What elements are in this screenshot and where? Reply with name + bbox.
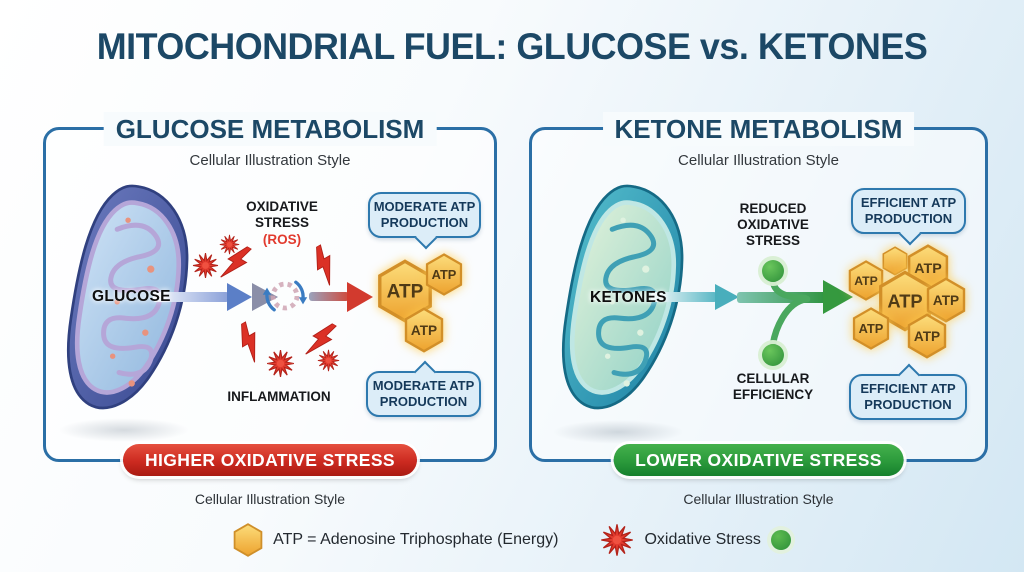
lower-oxidative-stress-badge: LOWER OXIDATIVE STRESS: [613, 444, 904, 476]
legend: ATP = Adenosine Triphosphate (Energy) Ox…: [0, 523, 1024, 557]
mitochondrion-blue-illustration: [66, 184, 189, 410]
atp-hexagon: ATP: [848, 260, 884, 301]
ketone-fuel-label: KETONES: [590, 289, 667, 306]
atp-hexagon: ATP: [926, 277, 966, 323]
atp-hexagon-label: ATP: [914, 261, 942, 277]
atp-hexagon: ATP: [852, 307, 890, 350]
atp-arrow-shaft: [309, 292, 349, 301]
ketone-panel-subtitle: Cellular Illustration Style: [678, 152, 839, 169]
atp-hexagon-label: ATP: [854, 274, 878, 288]
atp-hexagon-label: ATP: [887, 290, 922, 311]
ros-starburst-icon: [219, 234, 240, 255]
lightning-bolt-icon: [305, 323, 338, 355]
lightning-bolt-icon: [220, 246, 253, 278]
ros-label: (ROS): [262, 232, 302, 247]
atp-hexagon-label: ATP: [933, 293, 959, 308]
atp-hexagon-label: ATP: [387, 282, 424, 303]
glucose-arrow-shaft: [153, 292, 229, 302]
oxidative-stress-label: OXIDATIVE STRESS: [246, 199, 318, 230]
atp-legend-hexagon-icon: [233, 523, 263, 557]
atp-hexagon: ATP: [879, 270, 931, 332]
glucose-panel: GLUCOSE METABOLISM Cellular Illustration…: [43, 112, 497, 507]
atp-arrowhead-red: [347, 282, 373, 312]
glucose-arrowhead-blue: [227, 283, 252, 311]
green-arrowhead-large: [823, 280, 853, 314]
cellular-efficiency-label: CELLULAR EFFICIENCY: [732, 371, 814, 402]
ros-starburst-icon: [192, 252, 219, 279]
glucose-panel-subtitle: Cellular Illustration Style: [189, 152, 351, 169]
ketone-arrow-shaft: [651, 292, 717, 302]
moderate-atp-bubble-bottom: MODERATE ATP PRODUCTION: [366, 371, 481, 417]
inflammation-starburst-icon: [267, 350, 294, 377]
efficiency-legend-dot: [770, 530, 791, 550]
atp-hexagon: ATP: [425, 253, 463, 296]
ketone-panel-caption: Cellular Illustration Style: [683, 491, 834, 507]
inflammation-starburst-icon: [317, 349, 340, 372]
glucose-panel-caption: Cellular Illustration Style: [194, 491, 346, 507]
ketone-arrowhead-teal: [715, 284, 739, 310]
atp-hexagon-label: ATP: [859, 321, 884, 336]
mitochondrion-teal-illustration: [561, 184, 684, 410]
atp-hexagon-label: ATP: [411, 323, 437, 338]
reduced-stress-dot: [762, 260, 784, 282]
efficient-atp-bubble-top: EFFICIENT ATP PRODUCTION: [851, 188, 966, 234]
oxidative-stress-legend-icon: [601, 524, 634, 556]
ketone-panel-title: KETONE METABOLISM: [602, 112, 915, 146]
green-arrow-shaft: [737, 292, 827, 303]
mitochondrion-shadow: [58, 418, 190, 442]
atp-hexagon: ATP: [907, 313, 947, 359]
atp-hexagon-label: ATP: [432, 267, 457, 282]
page-title: MITOCHONDRIAL FUEL: GLUCOSE vs. KETONES: [96, 26, 928, 67]
lightning-bolt-icon: [316, 243, 331, 286]
atp-hexagon-label: ATP: [914, 329, 940, 344]
cellular-efficiency-dot: [762, 344, 784, 366]
moderate-atp-bubble-top: MODERATE ATP PRODUCTION: [368, 192, 481, 238]
mitochondrion-shadow: [552, 420, 684, 444]
atp-hexagon: ATP: [404, 307, 444, 353]
legend-oxidative-stress-label: Oxidative Stress: [644, 531, 761, 548]
branch-arrows: [769, 278, 811, 348]
legend-atp-label: ATP = Adenosine Triphosphate (Energy): [273, 531, 559, 548]
inflammation-label: INFLAMMATION: [227, 389, 331, 404]
atp-hexagon-plain: [882, 246, 908, 276]
glucose-fuel-label: GLUCOSE: [92, 288, 171, 305]
glucose-panel-title: GLUCOSE METABOLISM: [103, 112, 437, 146]
ketone-panel: KETONE METABOLISM Cellular Illustration …: [529, 112, 988, 507]
lightning-bolt-icon: [241, 320, 256, 363]
higher-oxidative-stress-badge: HIGHER OXIDATIVE STRESS: [122, 444, 418, 476]
efficient-atp-bubble-bottom: EFFICIENT ATP PRODUCTION: [849, 374, 967, 420]
reduced-oxidative-stress-label: REDUCED OXIDATIVE STRESS: [737, 201, 809, 248]
metabolic-cycle-icon: [262, 280, 308, 312]
